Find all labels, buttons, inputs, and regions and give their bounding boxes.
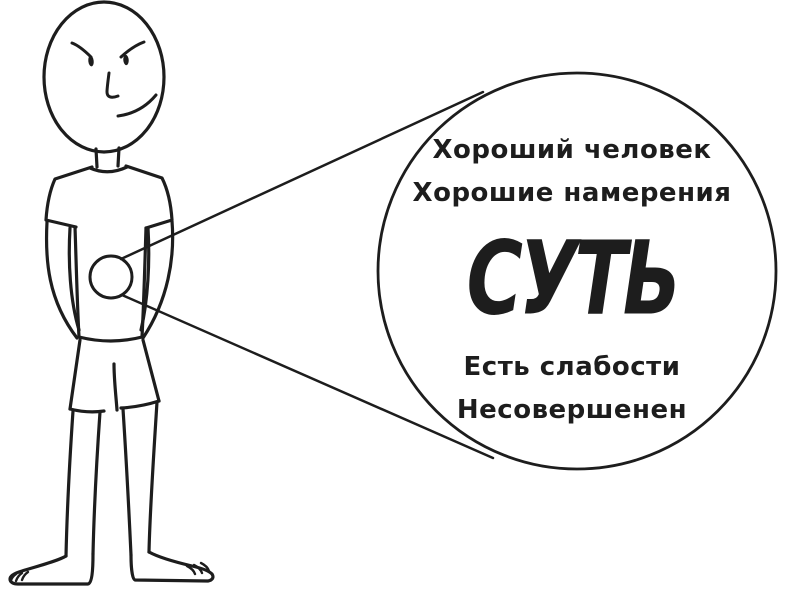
- shorts-right-hem: [119, 399, 161, 410]
- left-foot-toes: [9, 570, 30, 583]
- shirt-right-sleeve: [124, 164, 174, 230]
- shirt-left-sleeve: [44, 165, 94, 229]
- left-arm-inner: [67, 226, 81, 332]
- shorts-left-edge: [68, 338, 82, 411]
- right-foot-toes: [185, 561, 211, 576]
- right-foot: [129, 550, 215, 583]
- right-leg-outer: [147, 400, 159, 554]
- circle-text-good-intentions: Хорошие намерения: [412, 178, 732, 208]
- shorts-right-edge: [141, 338, 161, 403]
- right-arm-inner: [139, 226, 151, 332]
- callout-line-top: [119, 90, 485, 261]
- circle-text-good-person: Хороший человек: [432, 135, 712, 165]
- right-eyebrow: [119, 40, 146, 59]
- circle-text-imperfect: Несовершенен: [456, 395, 688, 425]
- nose: [105, 71, 120, 99]
- circle-text-essence: СУТЬ: [466, 220, 682, 339]
- left-foot: [8, 552, 95, 586]
- left-arm-outer: [44, 220, 79, 340]
- shirt-hem: [77, 335, 144, 343]
- chest-circle: [88, 254, 134, 300]
- callout-lines: [119, 90, 495, 460]
- circle-text-has-weaknesses: Есть слабости: [463, 352, 681, 382]
- left-leg-outer: [64, 409, 75, 558]
- left-eye: [88, 55, 94, 67]
- mouth-smile: [116, 93, 158, 118]
- zoom-circle: [376, 71, 778, 471]
- right-eye: [123, 54, 129, 66]
- right-leg-inner: [121, 407, 133, 557]
- person-figure: [8, 0, 215, 586]
- right-arm-outer: [141, 219, 175, 340]
- left-eyebrow: [70, 41, 93, 59]
- neck: [94, 146, 121, 169]
- shorts-center-seam: [112, 362, 119, 412]
- callout-line-bottom: [120, 293, 495, 460]
- person-head: [42, 0, 166, 154]
- left-leg-inner: [91, 410, 102, 556]
- shirt-collar: [88, 165, 129, 174]
